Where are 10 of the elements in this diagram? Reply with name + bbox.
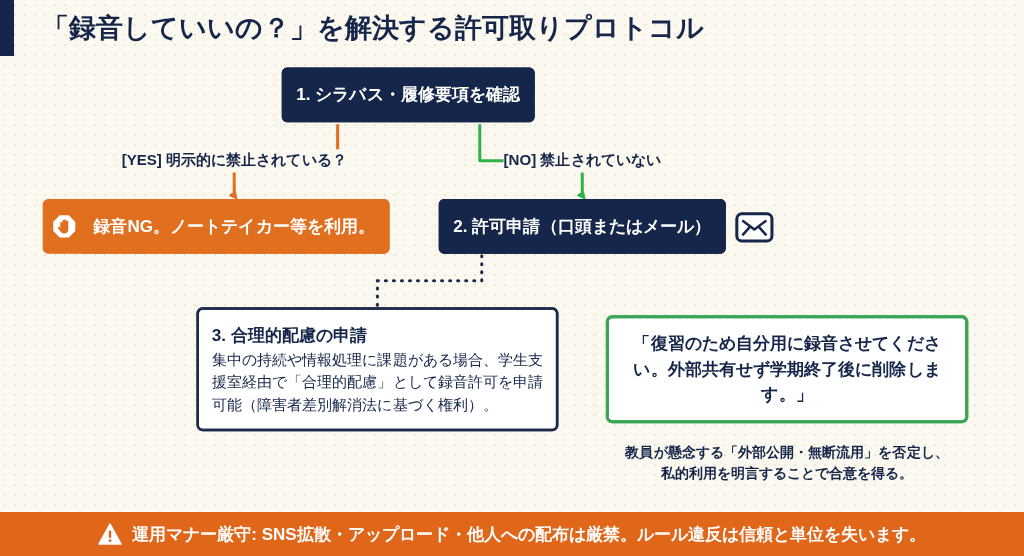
node-label: 教員が懸念する「外部公開・無断流用」を否定し、私的利用を明言することで合意を得る。 — [625, 443, 949, 481]
process-box: 1. シラバス・履修要項を確認 — [281, 67, 535, 123]
warning-note: 運用マナー厳守: SNS拡散・アップロード・他人への配布は厳禁。ルール違反は信頼と単位を失います。 — [132, 523, 926, 546]
edge-label: [NO] 禁止されていない — [503, 151, 661, 169]
edge-label: [YES] 明示的に禁止されている？ — [121, 151, 347, 169]
process-box: 2. 許可申請（口頭またはメール） — [438, 199, 726, 254]
speech-bubble: 「復習のため自分用に録音させてください。外部共有せず学期終了後に削除します。」 — [605, 315, 969, 424]
dotted-connector — [375, 254, 484, 308]
warning-box: 録音NG。ノートテイカー等を利用。 — [42, 199, 390, 254]
info-card: 3. 合理的配慮の申請 集中の持続や情報処理に課題がある場合、学生支援室経由で「合理的配慮」として録音許可を申請可能（障害者差別解消法に基づく権利）。 — [196, 307, 559, 432]
